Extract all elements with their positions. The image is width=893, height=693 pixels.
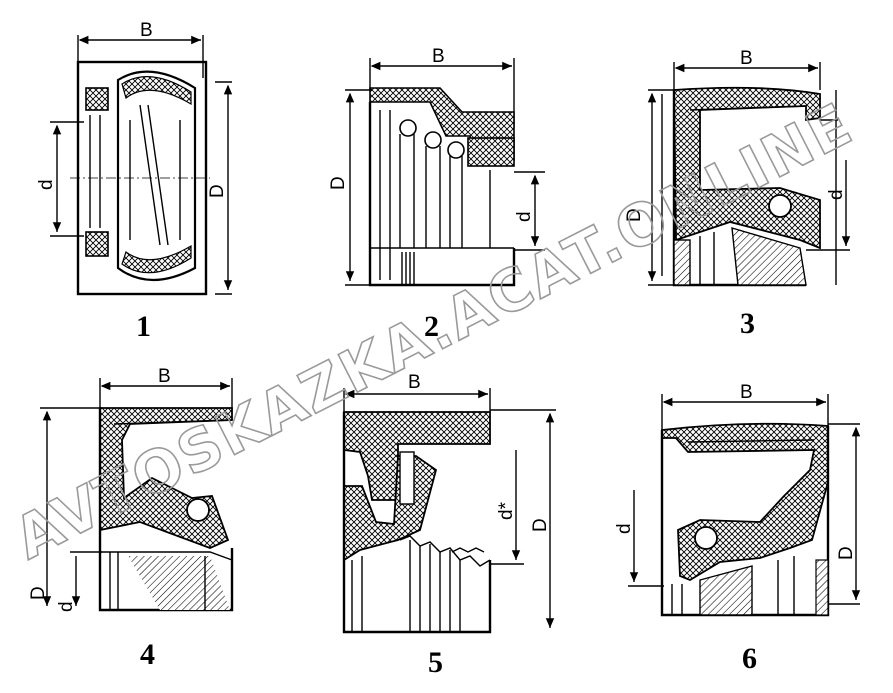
fig2-number: 2 [424, 310, 439, 343]
fig1-inner-label: d [36, 179, 57, 190]
fig6-width-label: B [740, 382, 753, 403]
fig4-outer-label: D [28, 586, 49, 600]
fig4-inner-label: d [56, 601, 77, 612]
figure-3: B D d 3 [624, 48, 851, 340]
fig3-number: 3 [740, 307, 755, 340]
fig1-number: 1 [136, 310, 151, 343]
fig2-width-label: B [432, 46, 445, 67]
fig3-width-label: B [740, 48, 753, 69]
fig5-width-label: B [408, 372, 421, 393]
figure-4: B D d 4 [28, 366, 234, 671]
figure-2: B D d 2 [328, 46, 545, 343]
figure-6: B D d 6 [614, 382, 861, 675]
fig6-inner-label: d [614, 523, 635, 534]
figure-5: B D d* 5 [342, 372, 556, 679]
fig2-inner-label: d [514, 211, 535, 222]
fig1-outer-label: D [207, 184, 228, 198]
fig3-outer-label: D [624, 208, 645, 222]
watermark-text: AVTOSKAZKA.ACAT.ONLINE [3, 89, 863, 572]
fig4-number: 4 [140, 638, 155, 671]
fig5-inner-label: d* [496, 501, 517, 520]
fig2-outer-label: D [328, 176, 349, 190]
fig3-inner-label: d [826, 189, 847, 200]
fig5-number: 5 [428, 646, 443, 679]
fig4-width-label: B [158, 366, 171, 387]
fig6-outer-label: D [836, 546, 857, 560]
fig1-width-label: B [140, 20, 153, 41]
figure-1: B D d 1 [36, 20, 233, 343]
fig5-outer-label: D [530, 518, 551, 532]
fig6-number: 6 [742, 642, 757, 675]
